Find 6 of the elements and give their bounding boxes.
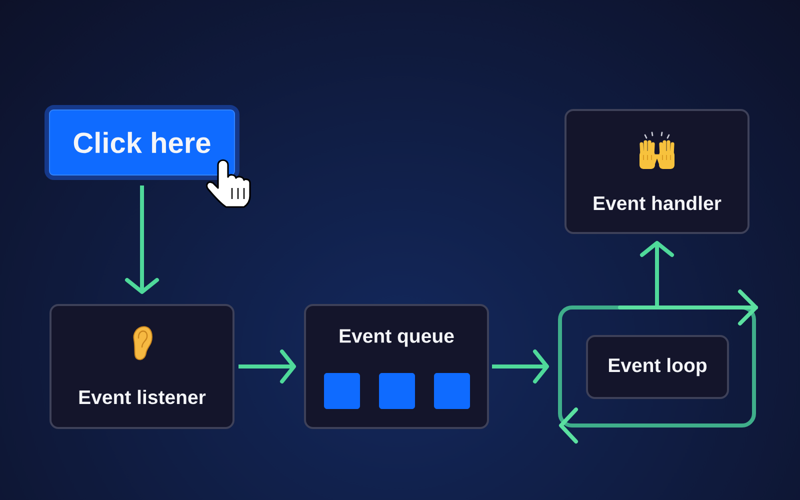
process-box: Event listener <box>50 304 234 429</box>
button: Click here <box>44 105 240 180</box>
process-box: Event loop <box>586 335 729 399</box>
process-box: Event handler <box>564 109 750 234</box>
arrow <box>640 241 674 306</box>
arrow <box>125 186 159 294</box>
